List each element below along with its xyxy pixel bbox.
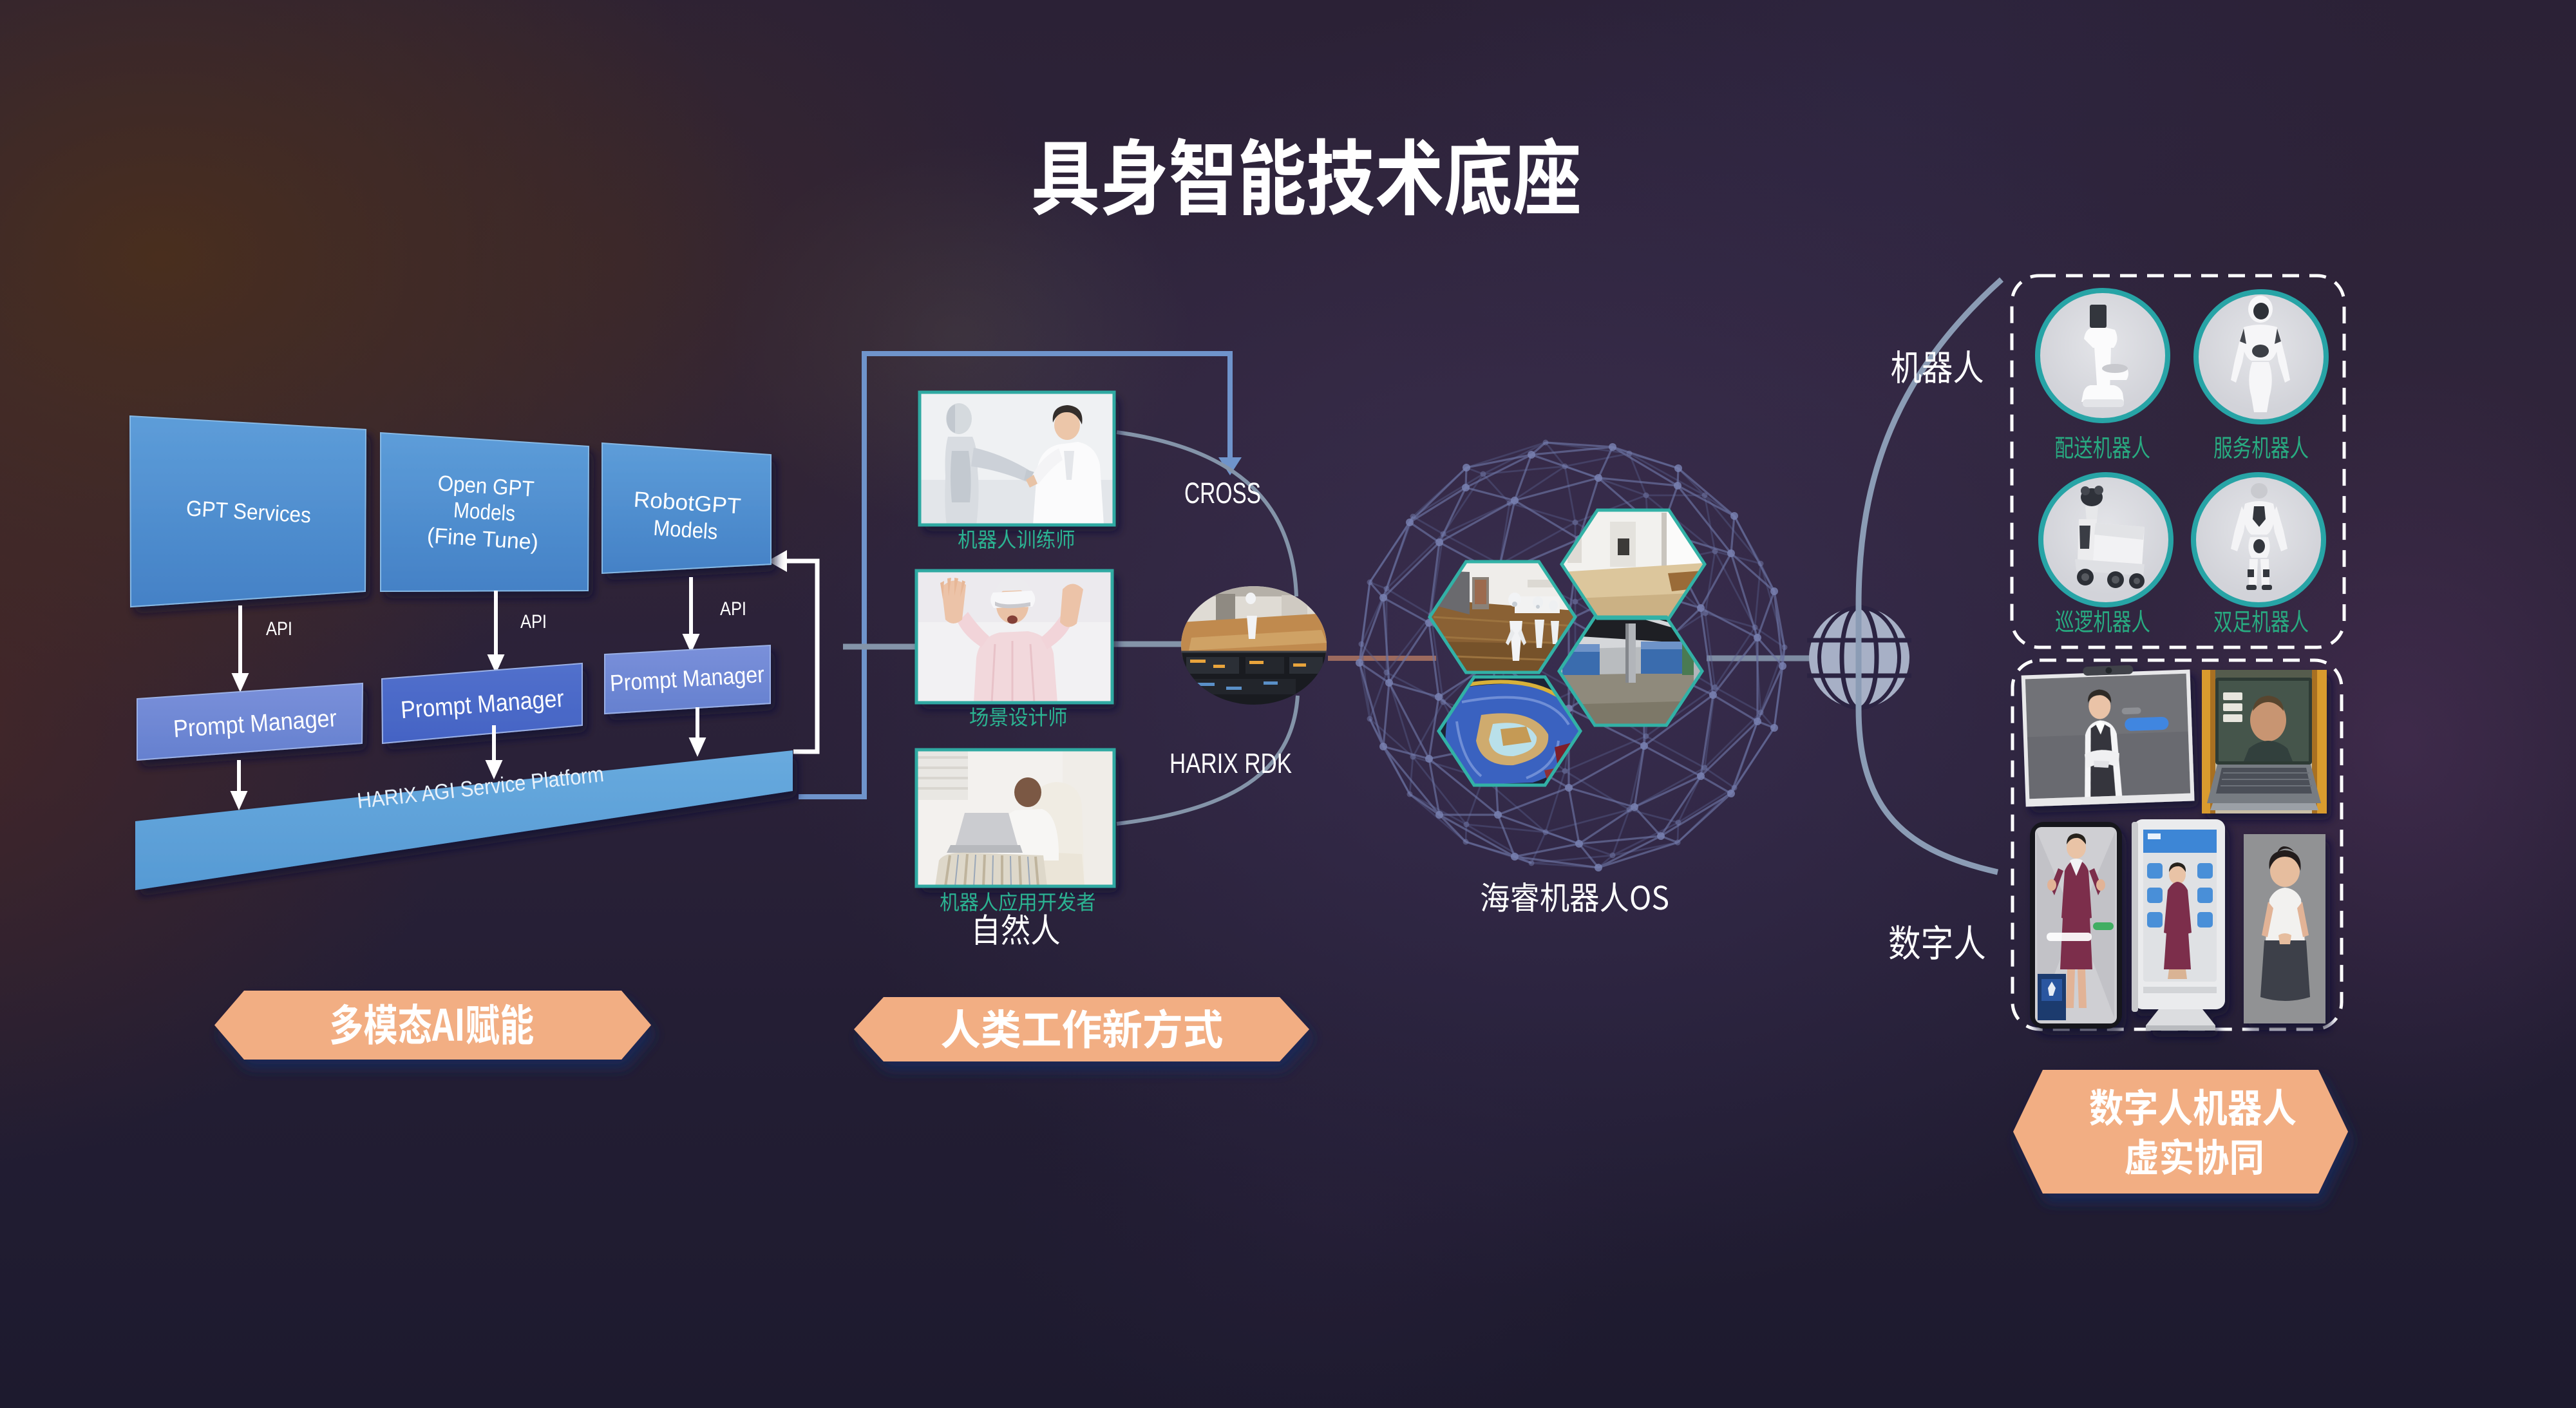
svg-text:API: API xyxy=(720,598,746,620)
svg-text:Models: Models xyxy=(453,498,516,526)
svg-text:CROSS: CROSS xyxy=(1184,477,1261,509)
svg-text:API: API xyxy=(266,618,292,640)
svg-text:Models: Models xyxy=(652,516,718,545)
svg-text:API: API xyxy=(520,611,547,633)
svg-text:HARIX RDK: HARIX RDK xyxy=(1170,748,1292,779)
svg-text:Open GPT: Open GPT xyxy=(437,471,535,501)
